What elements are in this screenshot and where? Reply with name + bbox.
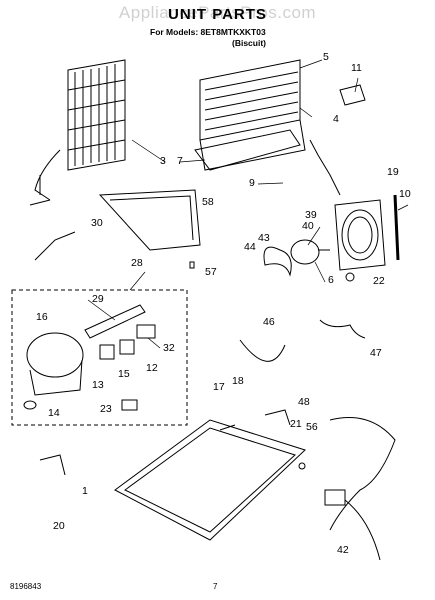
bracket-20 (39, 454, 66, 476)
cap-11 (339, 84, 366, 106)
document-number: 8196843 (10, 582, 42, 591)
callout-20: 20 (53, 520, 65, 532)
callout-23: 23 (100, 403, 112, 415)
callout-1: 1 (82, 485, 88, 497)
wiring-harness-drawing (324, 417, 396, 561)
tube-46 (239, 339, 286, 362)
nut-22 (345, 272, 355, 282)
nut-21 (298, 462, 306, 470)
callout-43: 43 (258, 232, 270, 244)
pin-17 (219, 424, 236, 431)
callout-42: 42 (337, 544, 349, 556)
relay-drawing (84, 304, 146, 339)
callout-39: 39 (305, 209, 317, 221)
page-number: 7 (213, 582, 218, 591)
callout-11: 11 (351, 62, 362, 74)
compressor-group-box (11, 289, 188, 426)
condenser-coil-drawing (29, 59, 126, 206)
drain-pan-drawing (98, 189, 201, 251)
callout-21: 21 (290, 418, 302, 430)
fan-motor-drawing (263, 239, 330, 277)
callout-28: 28 (131, 257, 143, 269)
callout-15: 15 (118, 368, 130, 380)
evaporator-drawing (194, 59, 306, 171)
callout-3: 3 (160, 155, 166, 167)
compressor-drawing (23, 332, 84, 410)
callout-56: 56 (306, 421, 318, 433)
callout-12: 12 (146, 362, 158, 374)
callout-19: 19 (387, 166, 399, 178)
screw-57 (189, 261, 195, 269)
callout-10: 10 (399, 188, 411, 200)
plug-30 (34, 231, 76, 261)
callout-5: 5 (323, 51, 329, 63)
callout-14: 14 (48, 407, 60, 419)
callout-44: 44 (244, 241, 256, 253)
fan-shroud-drawing (334, 199, 386, 271)
page-title: UNIT PARTS (168, 6, 267, 23)
callout-57: 57 (205, 266, 217, 278)
wire-4 (309, 139, 341, 196)
callout-13: 13 (92, 379, 104, 391)
callout-9: 9 (249, 177, 255, 189)
terminal-23 (121, 399, 138, 411)
callout-22: 22 (373, 275, 385, 287)
callout-58: 58 (202, 196, 214, 208)
callout-29: 29 (92, 293, 104, 305)
watermark: AppliancePartsPros.com (118, 3, 317, 22)
tube-47 (319, 319, 366, 339)
callout-47: 47 (370, 347, 382, 359)
callout-18: 18 (232, 375, 244, 387)
callout-16: 16 (36, 311, 48, 323)
pin-48 (264, 409, 291, 426)
callout-17: 17 (213, 381, 225, 393)
callout-48: 48 (298, 396, 310, 408)
strip-10 (393, 194, 400, 261)
callout-6: 6 (328, 274, 334, 286)
overload-drawing (136, 324, 156, 339)
model-line: For Models: 8ET8MTKXKT03 (150, 27, 266, 37)
base-plate-drawing (114, 419, 306, 541)
color-variant: (Biscuit) (232, 38, 266, 48)
callout-30: 30 (91, 217, 103, 229)
callout-4: 4 (333, 113, 339, 125)
callout-40: 40 (302, 220, 314, 232)
callout-32: 32 (163, 342, 175, 354)
callout-46: 46 (263, 316, 275, 328)
callout-7: 7 (177, 155, 183, 167)
